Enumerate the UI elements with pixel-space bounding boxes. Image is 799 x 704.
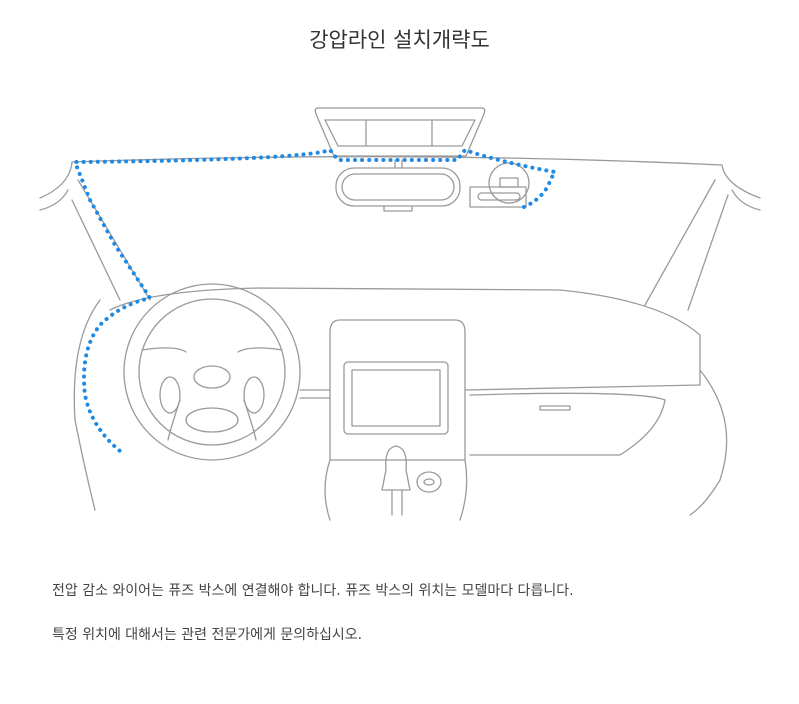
- steering-hub: [193, 365, 231, 389]
- note-line-2: 특정 위치에 대해서는 관련 전문가에게 문의하십시오.: [52, 627, 363, 643]
- dash-cam: [469, 186, 527, 208]
- windshield-top-edge: [71, 156, 723, 166]
- glovebox-handle: [539, 405, 571, 411]
- center-console: [329, 319, 466, 461]
- overhead-console-panel: [324, 119, 476, 147]
- note-line-1: 전압 감소 와이어는 퓨즈 박스에 연결해야 합니다. 퓨즈 박스의 위치는 모…: [52, 583, 574, 599]
- steering-wheel-spokes: [141, 347, 283, 441]
- steering-wheel: [123, 283, 301, 461]
- overhead-console: [314, 107, 486, 157]
- left-door-line: [39, 189, 101, 511]
- right-door-line: [689, 189, 761, 516]
- dashboard-lower: [299, 384, 701, 456]
- console-screen: [343, 361, 449, 435]
- right-a-pillar: [644, 164, 761, 311]
- rear-view-mirror: [335, 167, 461, 207]
- left-a-pillar: [39, 161, 151, 301]
- diagram-title: 강압라인 설치개략도: [309, 28, 490, 52]
- gear-shifter: [381, 445, 411, 516]
- power-wire-route: [72, 147, 559, 457]
- mirror-mount: [394, 159, 403, 169]
- cigarette-lighter: [416, 471, 442, 493]
- car-interior-diagram: [39, 107, 761, 521]
- dash-cam-outline: [488, 162, 530, 204]
